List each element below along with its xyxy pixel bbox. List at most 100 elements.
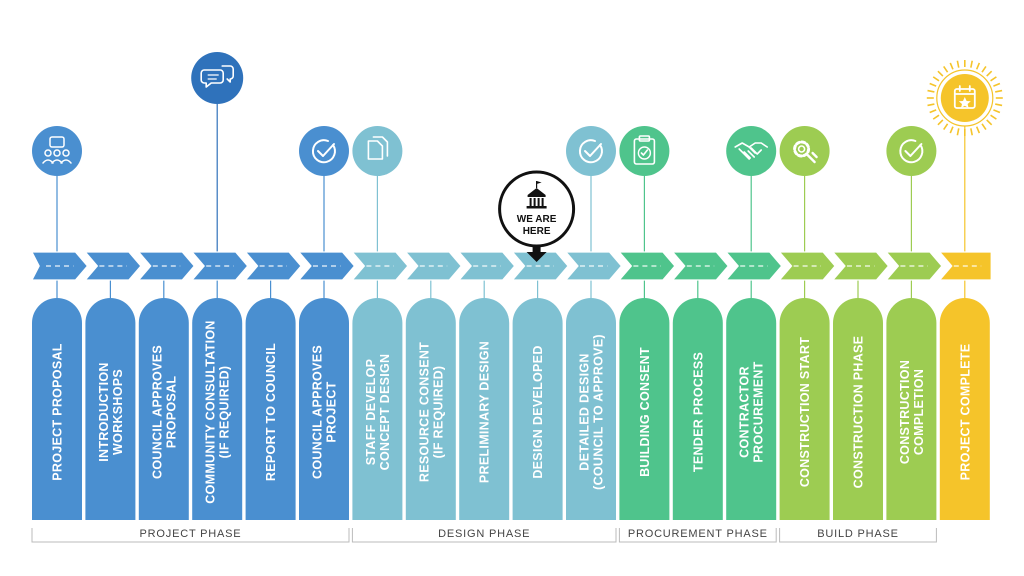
sun-ray (990, 114, 997, 120)
step-label-line: COMMUNITY CONSULTATION (204, 320, 218, 503)
calendar-star-icon-glyph (953, 85, 976, 109)
step-card (779, 298, 830, 520)
sun-ray (986, 70, 993, 77)
sun-ray (970, 60, 973, 68)
step-label-line: CONCEPT DESIGN (378, 354, 392, 471)
icon-circle (726, 126, 777, 176)
step-label-line: CONSTRUCTION START (798, 337, 812, 487)
documents-icon-glyph (367, 136, 389, 160)
icon-circle (299, 126, 349, 176)
step-label-line: REPORT TO COUNCIL (264, 343, 278, 481)
step-label-line: CONTRACTOR (738, 366, 752, 458)
step-card (245, 298, 296, 520)
step-label: COUNCIL APPROVESPROJECT (311, 345, 339, 479)
step-card (352, 298, 403, 520)
step-label: PROJECT PROPOSAL (51, 343, 65, 481)
step-label-line: PROCUREMENT (752, 361, 766, 462)
handshake-icon-glyph (734, 142, 769, 160)
step-label: PROJECT COMPLETE (958, 344, 972, 481)
step-label-line: COUNCIL APPROVES (311, 345, 325, 479)
sun-ray (975, 62, 981, 70)
step-label-line: DESIGN DEVELOPED (531, 345, 545, 478)
step-card (299, 298, 349, 520)
milestone-icons (32, 52, 1003, 176)
phase-bracket (779, 528, 937, 543)
step-label: CONTRACTORPROCUREMENT (738, 361, 766, 462)
phase-bracket (31, 528, 350, 543)
sun-ray (929, 82, 937, 87)
step-label-line: (IF REQUIRED) (218, 366, 232, 459)
handshake-icon (726, 126, 777, 176)
step-label-line: PROJECT PROPOSAL (51, 343, 65, 481)
sun-ray (949, 126, 954, 134)
chat-bubbles-icon (191, 52, 244, 104)
icon-circle (566, 126, 616, 176)
step-card (619, 298, 670, 520)
sun-ray (981, 123, 987, 131)
here-arrow (526, 246, 547, 262)
step-label: REPORT TO COUNCIL (264, 343, 278, 481)
phase-label: DESIGN PHASE (438, 528, 530, 540)
icon-circle (191, 52, 244, 104)
step-label-line: PRELIMINARY DESIGN (478, 341, 492, 483)
icon-circle (32, 126, 82, 176)
step-card (833, 298, 883, 520)
step-card (566, 298, 616, 520)
step-label: PRELIMINARY DESIGN (478, 341, 492, 483)
sun-ray (975, 126, 981, 134)
sun-ray (995, 89, 1003, 93)
step-label: STAFF DEVELOPCONCEPT DESIGN (364, 354, 392, 471)
step-label-line: COMPLETION (912, 369, 926, 455)
step-label-line: WORKSHOPS (111, 369, 125, 455)
step-label-line: CONSTRUCTION PHASE (852, 336, 866, 489)
sun-ray (927, 89, 935, 93)
step-card (138, 298, 189, 520)
sun-ray (949, 62, 954, 70)
step-label-line: PROPOSAL (164, 376, 178, 449)
step-label-line: (IF REQUIRED) (431, 366, 445, 459)
step-label-line: STAFF DEVELOP (364, 359, 378, 465)
step-card (192, 298, 243, 520)
step-card (886, 298, 937, 520)
gear-wrench-icon (779, 126, 830, 176)
phase-label: PROCUREMENT PHASE (628, 528, 768, 540)
chat-bubbles-icon-glyph (200, 65, 234, 88)
check-icon (566, 126, 616, 176)
sun-ray (932, 114, 940, 120)
gear-wrench-icon-glyph (793, 140, 818, 164)
phase-bracket (351, 528, 617, 543)
step-label-line: CONSTRUCTION (898, 360, 912, 464)
sun-ray (937, 119, 944, 126)
step-card (459, 298, 510, 520)
sun-ray (929, 109, 937, 114)
step-label-line: BUILDING CONSENT (638, 347, 652, 477)
step-label-line: (COUNCIL TO APPROVE) (592, 334, 606, 490)
step-card (85, 298, 136, 520)
chevron-band (31, 251, 992, 281)
step-card (512, 298, 563, 520)
step-label-line: DETAILED DESIGN (578, 353, 592, 470)
step-card (672, 298, 723, 520)
step-label-line: COUNCIL APPROVES (150, 345, 164, 479)
icon-circle (886, 126, 937, 176)
step-label: COMMUNITY CONSULTATION(IF REQUIRED) (204, 320, 232, 503)
town-hall-icon (526, 181, 547, 209)
step-label: DESIGN DEVELOPED (531, 345, 545, 478)
step-label-line: TENDER PROCESS (691, 352, 705, 472)
phase-bracket (618, 528, 777, 543)
sun-ray (956, 60, 960, 68)
check-icon-glyph (311, 139, 336, 164)
step-label: TENDER PROCESS (691, 352, 705, 472)
sun-ray (943, 65, 949, 73)
step-label: CONSTRUCTIONCOMPLETION (898, 360, 926, 464)
step-label: BUILDING CONSENT (638, 347, 652, 477)
step-card (405, 298, 456, 520)
phase-label: PROJECT PHASE (140, 528, 242, 540)
step-card (32, 298, 82, 520)
sun-ray (986, 119, 993, 126)
icon-circle (619, 126, 670, 176)
icon-circle (352, 126, 403, 176)
